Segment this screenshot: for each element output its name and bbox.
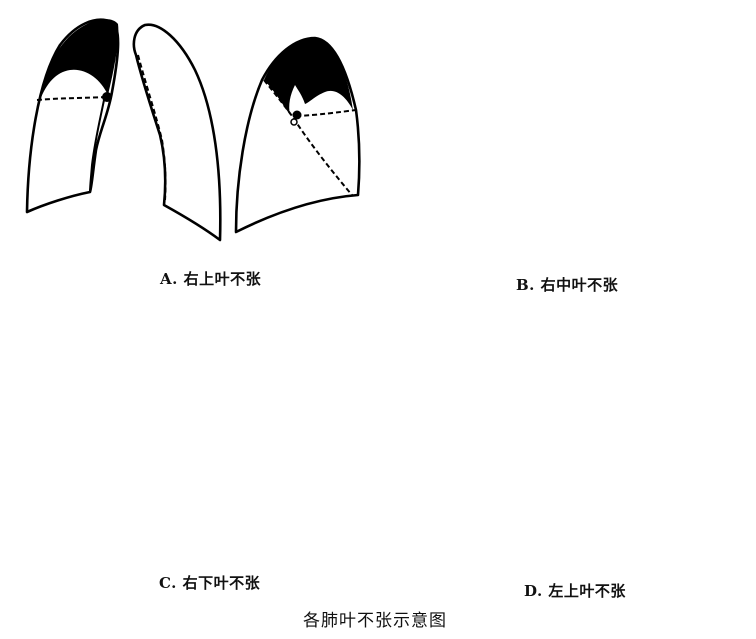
caption-a: A. 右上叶不张 (160, 270, 262, 288)
caption-c: C. 右下叶不张 (159, 574, 261, 592)
panel-a-frontal-left-lung (132, 23, 222, 242)
panel-a-frontal-right-lung (25, 18, 120, 214)
caption-b: B. 右中叶不张 (516, 276, 619, 294)
panel-a-lateral-lung (234, 36, 361, 234)
panel-a-drawings (25, 18, 361, 242)
figure-title: 各肺叶不张示意图 (303, 611, 447, 631)
caption-d: D. 左上叶不张 (524, 582, 626, 600)
